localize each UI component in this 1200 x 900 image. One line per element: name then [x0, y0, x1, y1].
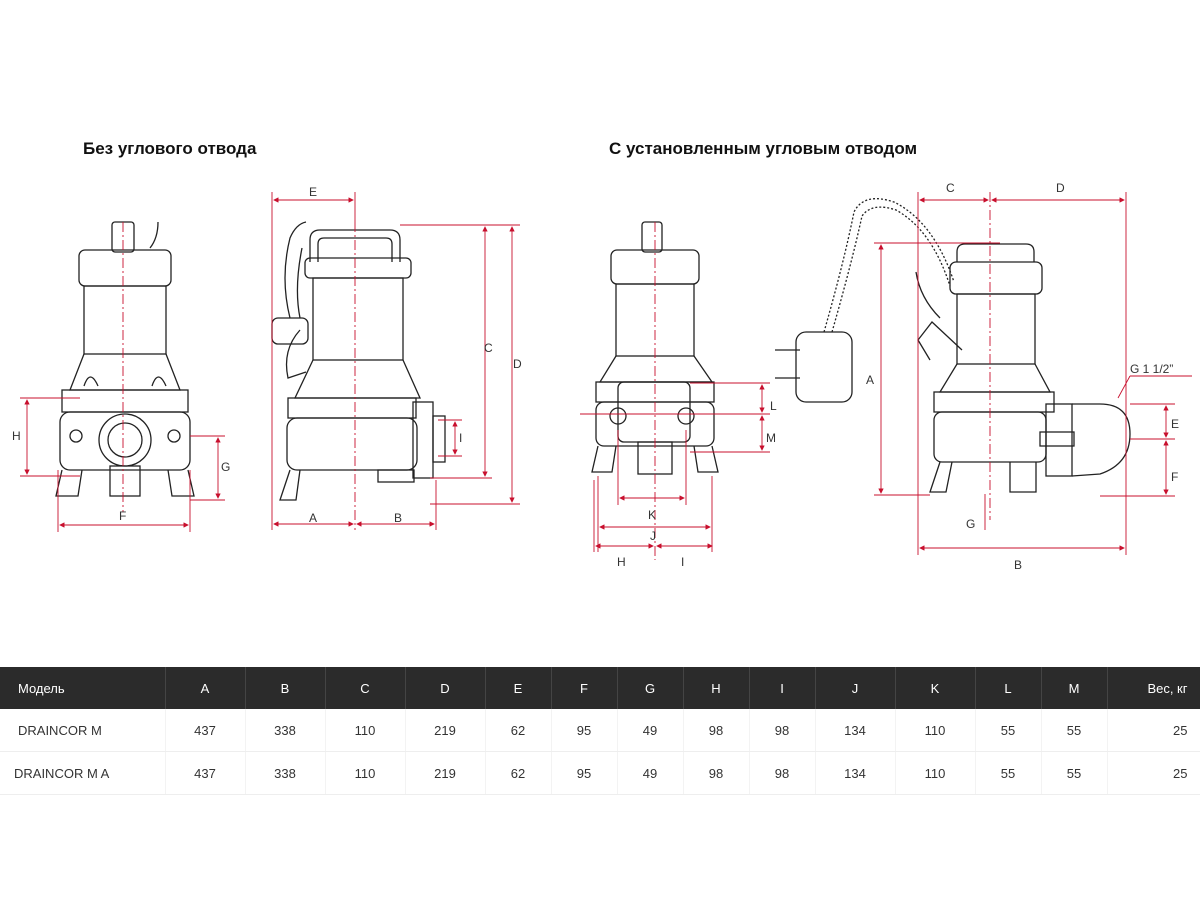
- dimensions-table: Модель A B C D E F G H I J K L M Вес, кг…: [0, 667, 1200, 795]
- col-header-G: G: [617, 667, 684, 709]
- cell-H: 98: [683, 709, 750, 752]
- dim-label-A: A: [309, 511, 317, 525]
- cell-J: 134: [815, 751, 896, 795]
- cell-A: 437: [165, 709, 246, 752]
- cell-M: 55: [1041, 709, 1108, 752]
- cell-F: 95: [551, 709, 618, 752]
- cell-K: 110: [895, 751, 976, 795]
- heading-without-elbow: Без углового отвода: [83, 139, 257, 158]
- dim-label-B: B: [394, 511, 402, 525]
- cell-G: 49: [617, 751, 684, 795]
- cell-F: 95: [551, 751, 618, 795]
- col-header-weight: Вес, кг: [1107, 667, 1200, 709]
- col-header-K: K: [895, 667, 976, 709]
- cell-L: 55: [975, 751, 1042, 795]
- col-header-B: B: [245, 667, 326, 709]
- dim-label-I-right: I: [681, 555, 684, 569]
- dim-label-G-right: G: [966, 517, 975, 531]
- col-header-L: L: [975, 667, 1042, 709]
- col-header-F: F: [551, 667, 618, 709]
- col-header-J: J: [815, 667, 896, 709]
- col-header-A: A: [165, 667, 246, 709]
- cell-A: 437: [165, 751, 246, 795]
- cell-weight: 25: [1107, 709, 1200, 752]
- cell-E: 62: [485, 709, 552, 752]
- dim-label-C: C: [484, 341, 493, 355]
- dims-side-left: [271, 192, 520, 530]
- dim-label-D-right: D: [1056, 181, 1065, 195]
- col-header-model: Модель: [0, 667, 166, 709]
- col-header-C: C: [325, 667, 406, 709]
- cell-B: 338: [245, 751, 326, 795]
- dim-label-I: I: [459, 431, 462, 445]
- cell-J: 134: [815, 709, 896, 752]
- dim-label-F: F: [119, 509, 126, 523]
- cell-L: 55: [975, 709, 1042, 752]
- cell-I: 98: [749, 709, 816, 752]
- cell-H: 98: [683, 751, 750, 795]
- cell-I: 98: [749, 751, 816, 795]
- technical-drawing: H G F E C D I A B: [12, 181, 1192, 572]
- dim-label-H: H: [12, 429, 21, 443]
- cell-D: 219: [405, 709, 486, 752]
- cell-D: 219: [405, 751, 486, 795]
- cell-weight: 25: [1107, 751, 1200, 795]
- dim-label-B-right: B: [1014, 558, 1022, 572]
- dim-label-A-right: A: [866, 373, 874, 387]
- cell-K: 110: [895, 709, 976, 752]
- pump-front-view-left: [55, 221, 195, 497]
- dim-label-D: D: [513, 357, 522, 371]
- cell-C: 110: [325, 751, 406, 795]
- col-header-H: H: [683, 667, 750, 709]
- heading-with-elbow: С установленным угловым отводом: [609, 139, 918, 158]
- dim-label-H-right: H: [617, 555, 626, 569]
- dim-label-J: J: [650, 529, 656, 543]
- cell-G: 49: [617, 709, 684, 752]
- dim-label-F-right: F: [1171, 470, 1178, 484]
- table-header-row: Модель A B C D E F G H I J K L M Вес, кг: [0, 667, 1200, 709]
- dims-front-right: [580, 222, 770, 560]
- dim-label-C-right: C: [946, 181, 955, 195]
- dim-label-M: M: [766, 431, 776, 445]
- dim-label-G: G: [221, 460, 230, 474]
- dims-front-left: [20, 222, 225, 532]
- table-row: DRAINCOR M 437 338 110 219 62 95 49 98 9…: [0, 709, 1200, 752]
- cell-C: 110: [325, 709, 406, 752]
- pump-side-view-left: [271, 221, 446, 501]
- cell-E: 62: [485, 751, 552, 795]
- dim-label-E: E: [309, 185, 317, 199]
- col-header-M: M: [1041, 667, 1108, 709]
- dims-side-right: [874, 192, 1192, 555]
- cell-M: 55: [1041, 751, 1108, 795]
- cell-model: DRAINCOR M: [0, 709, 166, 752]
- table-row: DRAINCOR M A 437 338 110 219 62 95 49 98…: [0, 751, 1200, 795]
- cell-model: DRAINCOR M A: [0, 751, 166, 795]
- col-header-E: E: [485, 667, 552, 709]
- dim-label-G112: G 1 1/2”: [1130, 362, 1173, 376]
- cell-B: 338: [245, 709, 326, 752]
- col-header-I: I: [749, 667, 816, 709]
- dim-label-E-right: E: [1171, 417, 1179, 431]
- col-header-D: D: [405, 667, 486, 709]
- pump-side-view-right: [775, 198, 1131, 493]
- dim-label-K: K: [648, 508, 656, 522]
- dim-label-L: L: [770, 399, 777, 413]
